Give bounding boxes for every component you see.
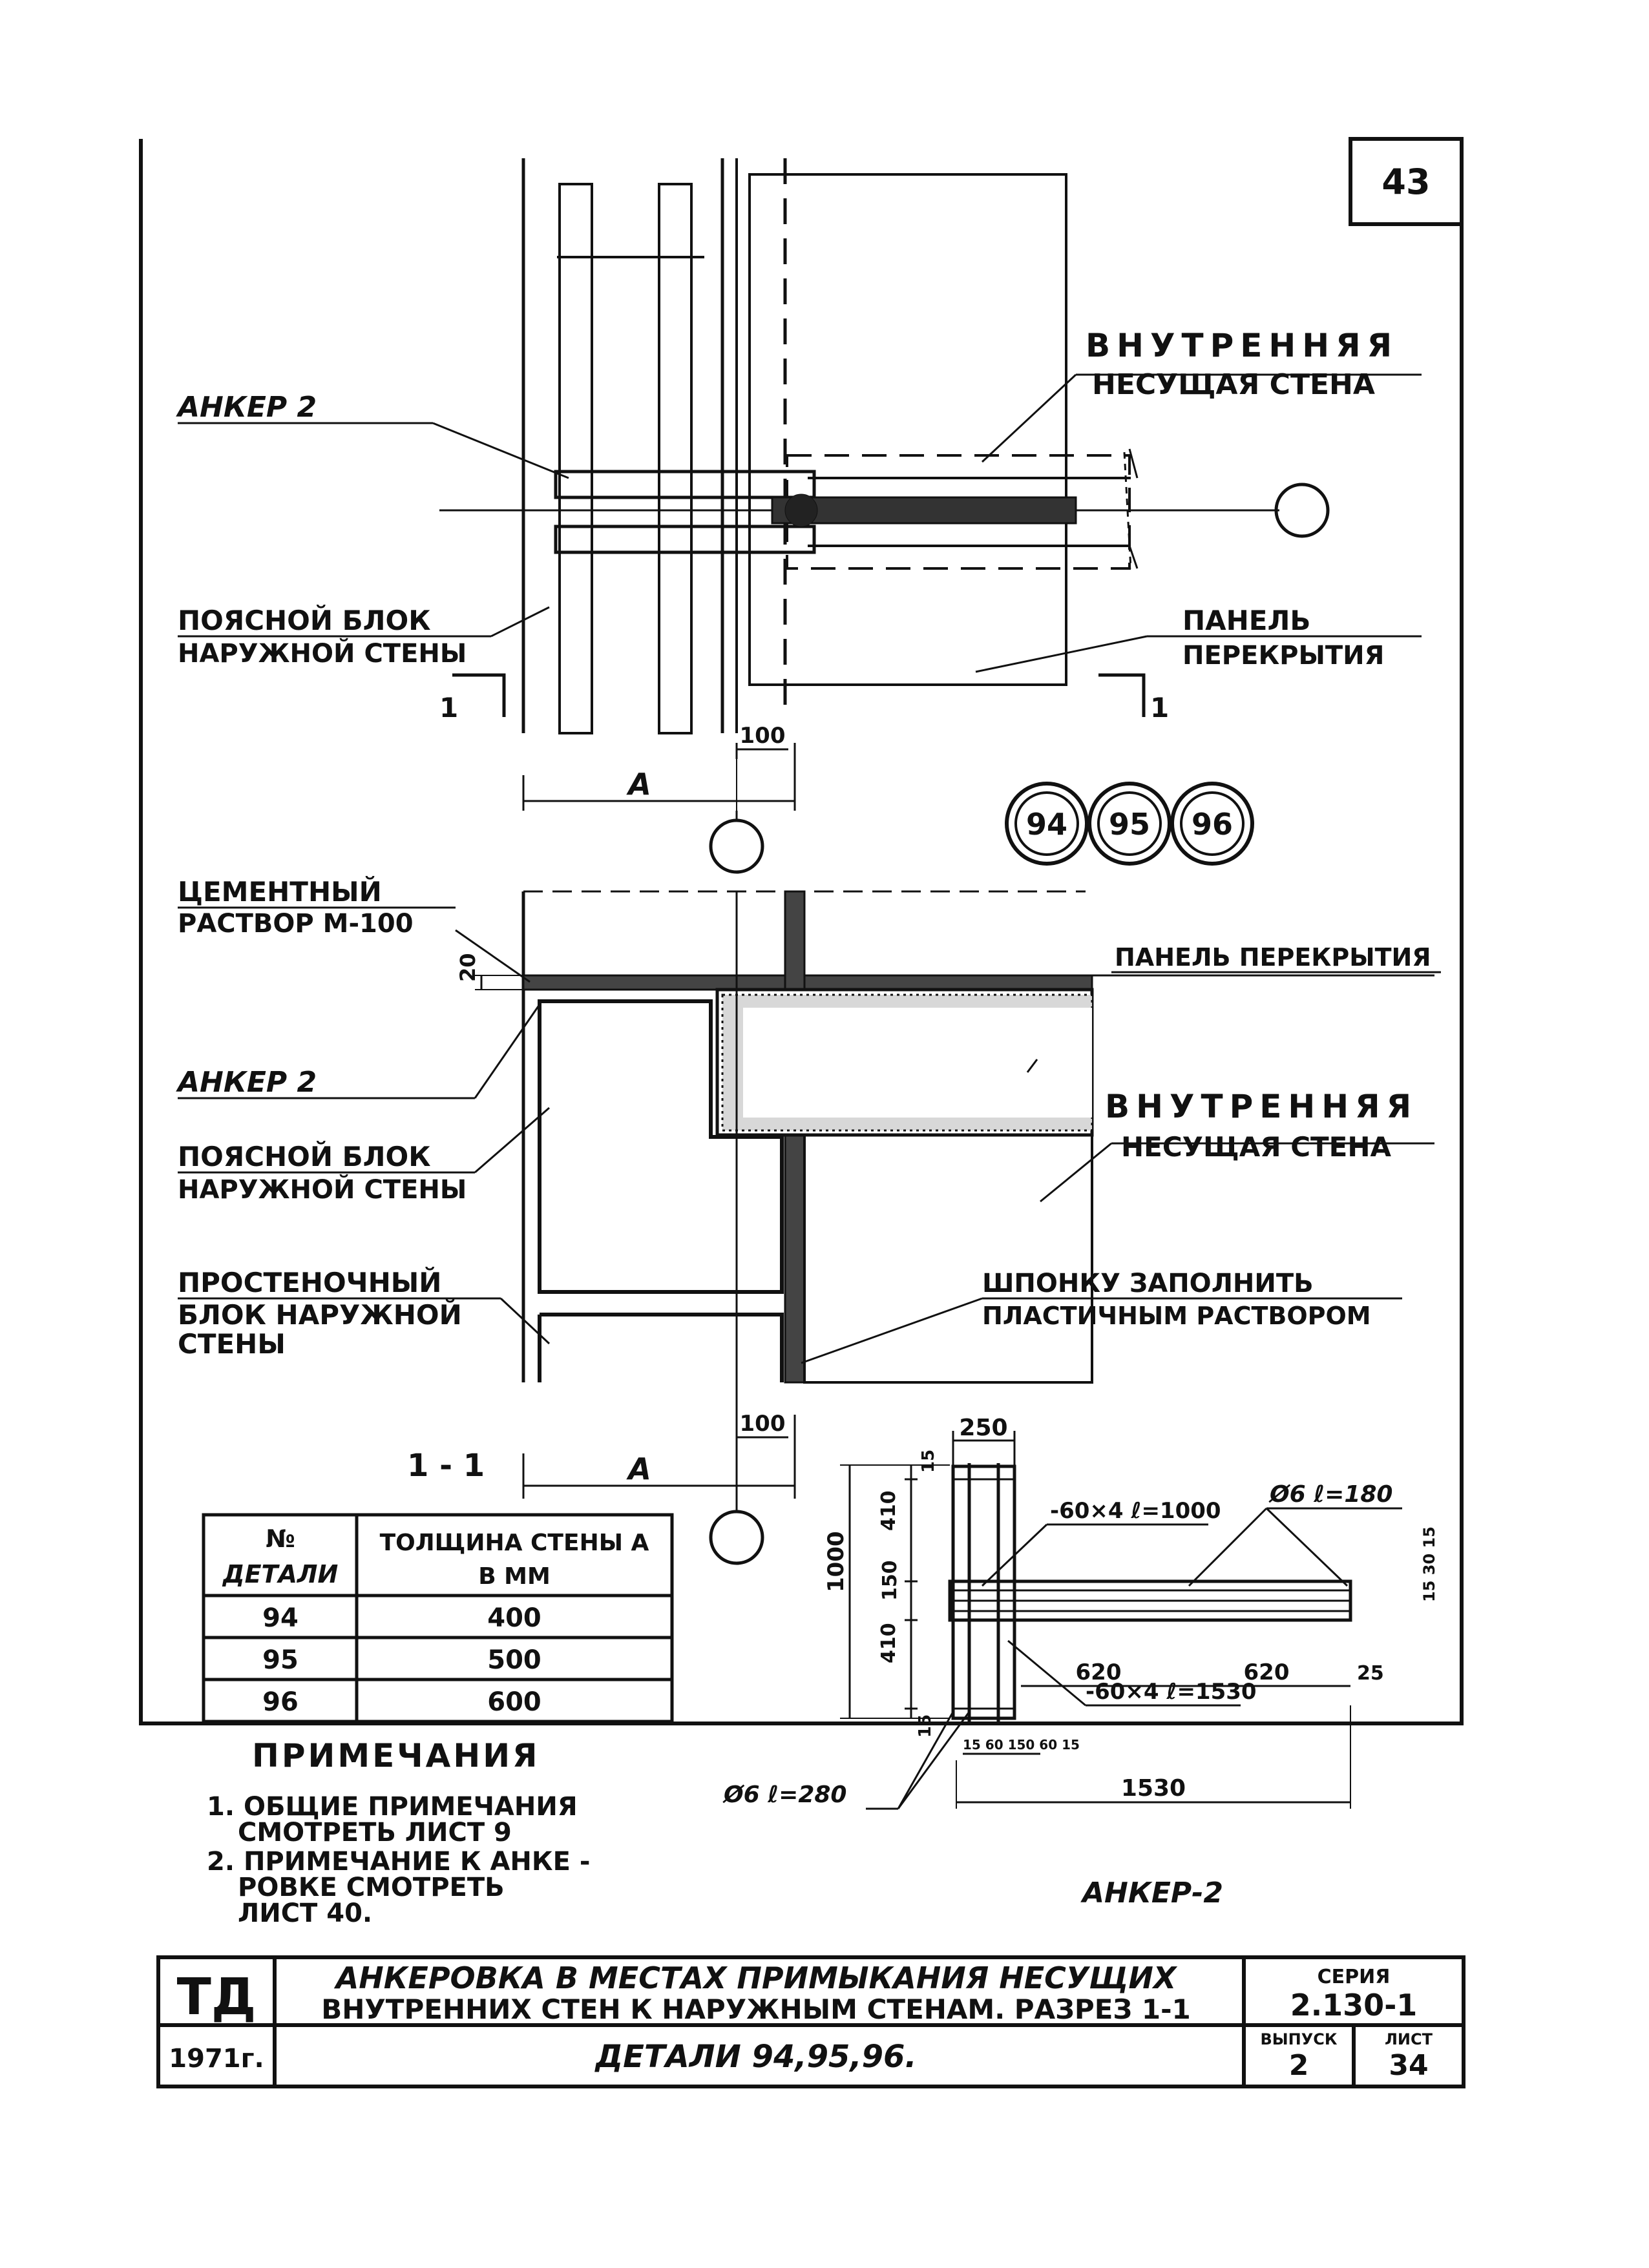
label-panel-top-2: ПЕРЕКРЫТИЯ: [1182, 641, 1384, 671]
label-anchor-section: АНКЕР 2: [176, 1066, 317, 1099]
sheet-value: 34: [1389, 2049, 1428, 2082]
table-row-1-detail: 94: [262, 1603, 299, 1633]
label-belt-block-section-2: НАРУЖНОЙ СТЕНЫ: [178, 1174, 467, 1205]
table-header-thickness-1: ТОЛЩИНА СТЕНЫ А: [380, 1530, 649, 1556]
table-header-detail-2: ДЕТАЛИ: [222, 1560, 339, 1588]
table-row-2-detail: 95: [262, 1645, 299, 1675]
svg-text:94: 94: [1026, 807, 1067, 842]
anchor-dim-410-bottom: 410: [877, 1623, 900, 1663]
svg-text:96: 96: [1192, 807, 1233, 842]
issue-label: ВЫПУСК: [1261, 2030, 1338, 2048]
title-line-3: ДЕТАЛИ 94,95,96.: [594, 2039, 916, 2075]
title-line-2: ВНУТРЕННИХ СТЕН К НАРУЖНЫМ СТЕНАМ. РАЗРЕ…: [321, 1993, 1190, 2025]
anchor-dim-620-left: 620: [1076, 1659, 1122, 1685]
label-inner-wall-top-2: НЕСУЩАЯ СТЕНА: [1092, 368, 1375, 401]
title-block-text: ТД 1971г. АНКЕРОВКА В МЕСТАХ ПРИМЫКАНИЯ …: [169, 1961, 1433, 2082]
note-2-line-2: РОВКЕ СМОТРЕТЬ: [238, 1873, 505, 1902]
table-row-1-thickness: 400: [487, 1603, 541, 1633]
anchor-dim-15-bottom: 15: [916, 1714, 935, 1738]
sheet-label: ЛИСТ: [1385, 2030, 1433, 2048]
note-2-line-3: ЛИСТ 40.: [238, 1899, 372, 1928]
dim-20: 20: [456, 953, 480, 982]
table-header-detail-1: №: [266, 1524, 295, 1553]
sheet-number: 43: [1381, 161, 1430, 202]
anchor-detail: [840, 1431, 1402, 1810]
section-view-labels: ЦЕМЕНТНЫЙ РАСТВОР М-100 20 ПАНЕЛЬ ПЕРЕКР…: [176, 875, 1431, 1486]
table-header-thickness-2: В ММ: [478, 1563, 551, 1590]
anchor-dims-bottom-small: 15 60 150 60 15: [963, 1737, 1080, 1753]
label-inner-wall-section-2: НЕСУЩАЯ СТЕНА: [1121, 1131, 1392, 1163]
label-inner-wall-top-1: ВНУТРЕННЯЯ: [1086, 327, 1398, 364]
label-mortar-2: РАСТВОР М-100: [178, 909, 414, 939]
notes-title: ПРИМЕЧАНИЯ: [252, 1737, 540, 1774]
label-pier-3: СТЕНЫ: [178, 1328, 286, 1360]
label-key-1: ШПОНКУ ЗАПОЛНИТЬ: [982, 1269, 1314, 1298]
anchor-strip-top: -60×4 ℓ=1000: [1050, 1498, 1221, 1524]
table-row-2-thickness: 500: [487, 1645, 541, 1675]
section-mark-left: 1: [439, 692, 458, 723]
anchor-dim-410-top: 410: [877, 1490, 900, 1531]
table-row-3-thickness: 600: [487, 1687, 541, 1717]
section-title: 1 - 1: [407, 1448, 485, 1484]
anchor-dim-1000: 1000: [823, 1531, 849, 1592]
label-anchor-top: АНКЕР 2: [176, 391, 317, 424]
sheet-frame: [139, 139, 1464, 1725]
detail-circles: 94 95 96: [1005, 782, 1254, 866]
issue-value: 2: [1289, 2049, 1309, 2082]
thickness-table: [202, 1513, 674, 1723]
label-pier-1: ПРОСТЕНОЧНЫЙ: [178, 1266, 441, 1298]
title-line-1: АНКЕРОВКА В МЕСТАХ ПРИМЫКАНИЯ НЕСУЩИХ: [334, 1961, 1178, 1995]
anchor-dim-150: 150: [879, 1560, 901, 1601]
anchor-detail-text: 250 15 410 150 410 15 1000 Ø6 ℓ=180 -60×…: [722, 1415, 1438, 1909]
anchor-dim-1530: 1530: [1121, 1775, 1186, 1802]
org-code: ТД: [177, 1968, 257, 2026]
anchor-title: АНКЕР-2: [1080, 1877, 1223, 1909]
dim-a-section: А: [626, 1451, 651, 1486]
dim-100-top: 100: [740, 723, 786, 749]
note-1-line-2: СМОТРЕТЬ ЛИСТ 9: [238, 1818, 512, 1847]
series-value: 2.130-1: [1290, 1988, 1418, 2023]
detail-circle-96: 96: [1170, 782, 1254, 866]
label-pier-2: БЛОК НАРУЖНОЙ: [178, 1298, 462, 1331]
anchor-strip-bottom: -60×4 ℓ=1530: [1086, 1679, 1257, 1705]
anchor-dim-620-right: 620: [1244, 1659, 1290, 1685]
label-panel-top-1: ПАНЕЛЬ: [1182, 605, 1310, 636]
label-belt-block-top-1: ПОЯСНОЙ БЛОК: [178, 604, 431, 636]
label-panel-section: ПАНЕЛЬ ПЕРЕКРЫТИЯ: [1115, 943, 1431, 972]
dim-100-section: 100: [740, 1411, 786, 1437]
anchor-dim-250: 250: [959, 1415, 1007, 1441]
detail-circle-94: 94: [1005, 782, 1089, 866]
top-view-labels: ВНУТРЕННЯЯ НЕСУЩАЯ СТЕНА АНКЕР 2 ПОЯСНОЙ…: [176, 327, 1398, 802]
detail-circle-95: 95: [1087, 782, 1171, 866]
section-view: [178, 890, 1441, 1565]
notes: ПРИМЕЧАНИЯ 1. ОБЩИЕ ПРИМЕЧАНИЯ СМОТРЕТЬ …: [207, 1737, 590, 1928]
top-view: [178, 158, 1422, 874]
label-belt-block-top-2: НАРУЖНОЙ СТЕНЫ: [178, 638, 467, 669]
series-label: СЕРИЯ: [1318, 1966, 1391, 1988]
label-belt-block-section-1: ПОЯСНОЙ БЛОК: [178, 1140, 431, 1172]
anchor-bar-top: Ø6 ℓ=180: [1268, 1481, 1392, 1508]
label-key-2: ПЛАСТИЧНЫМ РАСТВОРОМ: [982, 1302, 1371, 1330]
svg-text:95: 95: [1109, 807, 1150, 842]
thickness-table-text: № ДЕТАЛИ ТОЛЩИНА СТЕНЫ А В ММ 94 400 95 …: [222, 1524, 649, 1717]
sheet-number-box: 43: [1349, 137, 1464, 226]
anchor-dim-15-top: 15: [919, 1450, 938, 1473]
table-row-3-detail: 96: [262, 1687, 299, 1717]
label-inner-wall-section-1: ВНУТРЕННЯЯ: [1105, 1088, 1418, 1125]
anchor-bar-bottom: Ø6 ℓ=280: [722, 1782, 846, 1808]
anchor-dims-right: 15 30 15: [1420, 1526, 1438, 1602]
label-mortar-1: ЦЕМЕНТНЫЙ: [178, 875, 382, 908]
anchor-dim-25: 25: [1357, 1662, 1384, 1685]
note-1-line-1: 1. ОБЩИЕ ПРИМЕЧАНИЯ: [207, 1792, 578, 1822]
note-2-line-1: 2. ПРИМЕЧАНИЕ К АНКЕ -: [207, 1847, 590, 1877]
title-block: [156, 1955, 1465, 2088]
dim-a-top: А: [626, 767, 651, 802]
year: 1971г.: [169, 2044, 264, 2074]
section-mark-right: 1: [1150, 692, 1169, 723]
